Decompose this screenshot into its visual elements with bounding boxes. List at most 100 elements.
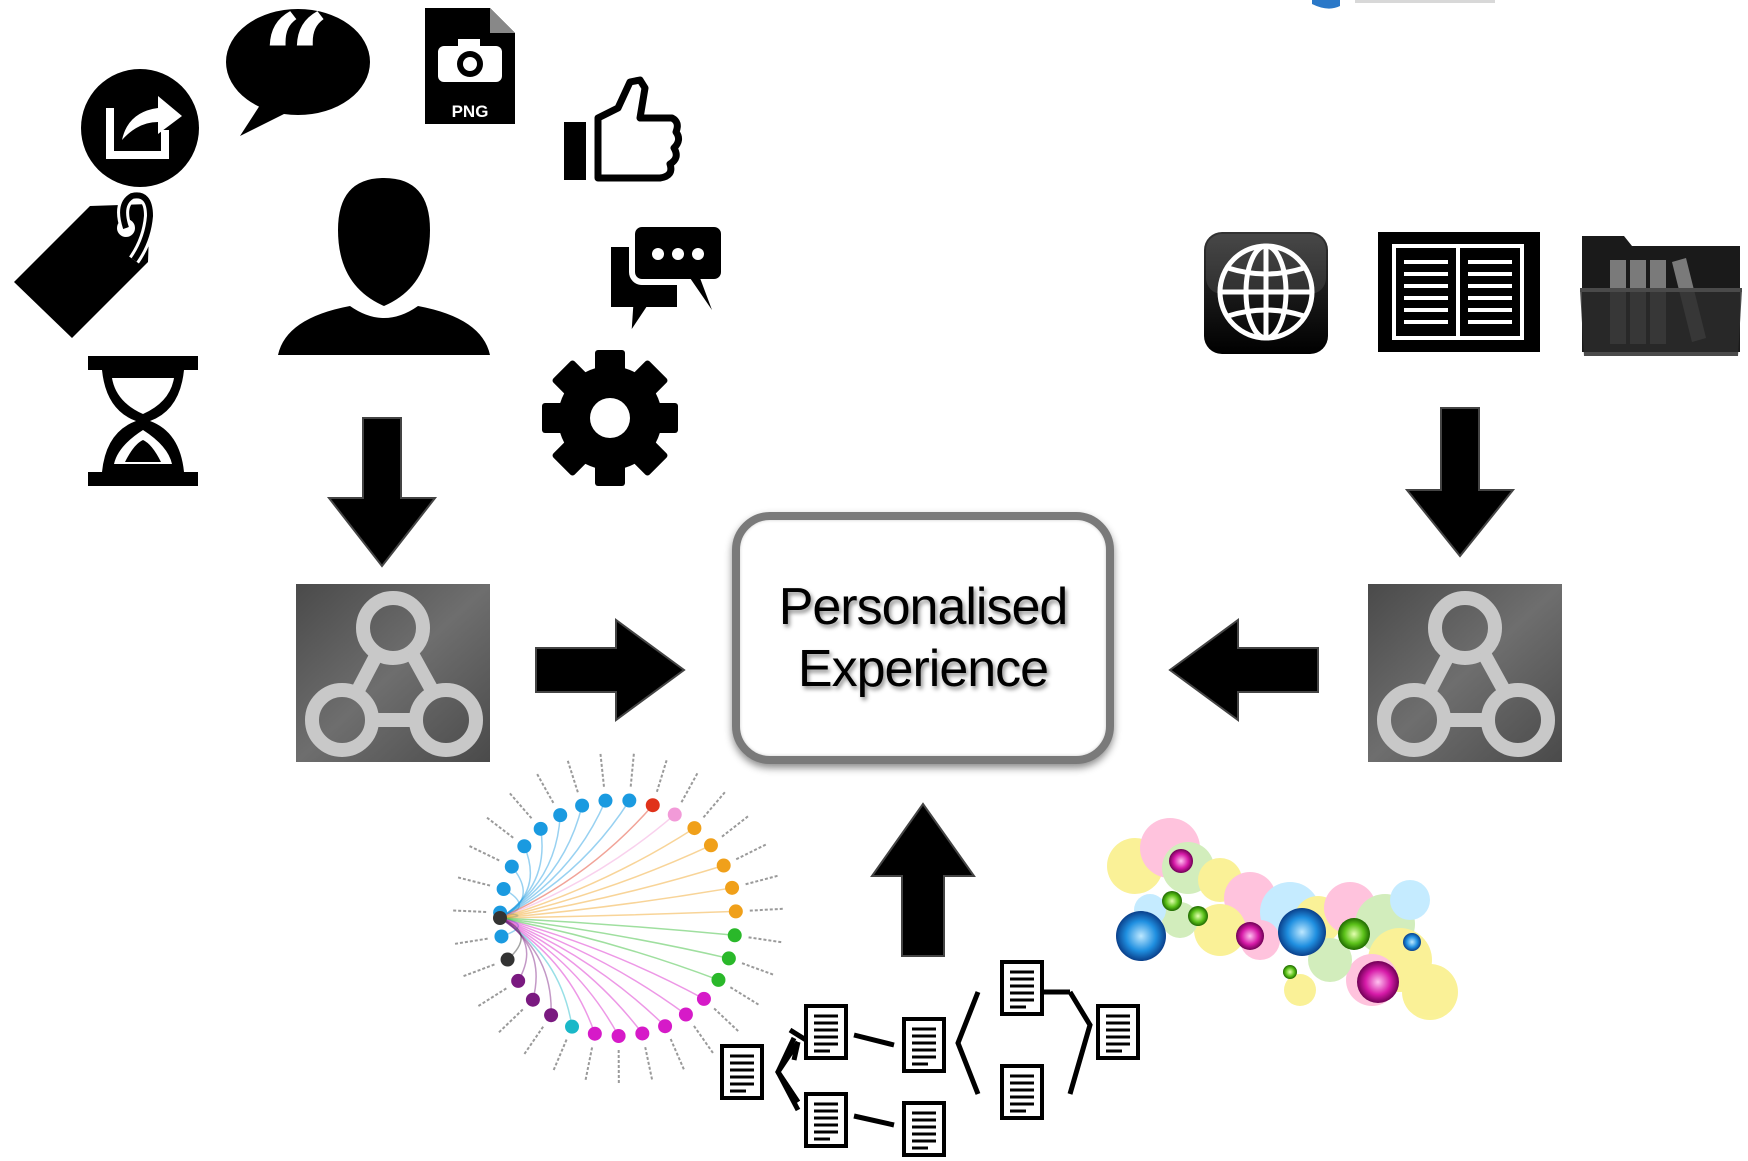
radial-node [565, 1019, 580, 1034]
radial-node-label-mark [453, 937, 488, 945]
radial-node-label-mark [655, 759, 668, 793]
share-icon [81, 69, 199, 187]
radial-node [611, 1028, 626, 1043]
personalised-experience-box: Personalised Experience [732, 512, 1114, 764]
radial-link [499, 804, 654, 919]
radial-node [575, 798, 590, 813]
radial-node-label-mark [729, 986, 760, 1006]
radial-link [499, 917, 573, 1027]
hourglass-icon [88, 356, 198, 486]
radial-node [645, 798, 660, 813]
radial-link [499, 917, 687, 1016]
radial-node-label-mark [468, 844, 500, 862]
radial-node [658, 1019, 673, 1034]
radial-link [499, 917, 596, 1034]
radial-node [533, 821, 548, 836]
radial-link [499, 805, 583, 919]
radial-link [499, 917, 537, 1000]
radial-node [622, 793, 637, 808]
radial-link [499, 815, 561, 919]
radial-link [499, 917, 620, 1037]
radial-link [499, 910, 736, 919]
radial-node-label-mark [721, 814, 750, 838]
chat-bubbles-icon [605, 221, 727, 352]
radial-node-label-mark [584, 1047, 594, 1081]
radial-node-label-mark [629, 752, 635, 787]
radial-node [494, 929, 509, 944]
document-icon [1096, 1004, 1140, 1060]
radial-node-label-mark [599, 752, 605, 787]
radial-link [499, 800, 630, 919]
radial-node-label-mark [713, 1007, 740, 1033]
tag-icon [14, 189, 157, 338]
radial-node [544, 1008, 559, 1023]
graph-node-right [1368, 584, 1562, 762]
bubble-cluster-visualization [1107, 818, 1458, 1020]
png-label: PNG [452, 102, 489, 121]
arrow-down-right [1404, 407, 1516, 558]
document-icon [804, 1092, 848, 1148]
radial-node-label-mark [462, 963, 495, 978]
radial-link [499, 917, 528, 982]
radial-node-label-mark [452, 909, 487, 913]
radial-node-label-mark [508, 791, 533, 819]
folder-icon [1580, 236, 1742, 356]
document-icon [1000, 960, 1044, 1016]
radial-node-label-mark [693, 1025, 715, 1055]
radial-node [678, 1007, 693, 1022]
arrow-up [870, 802, 976, 957]
radial-node-label-mark [745, 874, 779, 886]
document-icon [902, 1101, 946, 1157]
document-tree [720, 960, 1140, 1157]
radial-node-label-mark [749, 907, 784, 912]
radial-node-label-mark [702, 790, 727, 819]
document-icon [804, 1004, 848, 1060]
radial-node [711, 972, 726, 987]
radial-node [496, 882, 511, 897]
radial-node-label-mark [669, 1038, 686, 1071]
radial-link [499, 887, 733, 919]
open-book-icon [1378, 232, 1540, 352]
radial-link [499, 917, 730, 960]
radial-node-label-mark [523, 1026, 544, 1056]
radial-node [525, 992, 540, 1007]
radial-node [727, 928, 742, 943]
document-icon [902, 1017, 946, 1073]
radial-node [500, 952, 515, 967]
radial-link [499, 828, 543, 919]
png-file-icon: PNG [425, 8, 515, 124]
globe-icon [1204, 232, 1328, 354]
radial-node-label-mark [741, 962, 775, 976]
radial-link [499, 800, 607, 919]
logo-icon [1312, 0, 1495, 9]
graph-node-left [296, 584, 490, 762]
radial-node-label-mark [485, 816, 514, 839]
radial-link [499, 917, 735, 937]
radial-node [721, 951, 736, 966]
radial-link [499, 917, 666, 1027]
user-icon [278, 178, 490, 355]
radial-node [667, 807, 682, 822]
radial-node-label-mark [748, 936, 783, 944]
radial-node [635, 1026, 650, 1041]
radial-node-label-mark [456, 876, 491, 887]
radial-network-visualization [452, 752, 784, 1085]
thumbs-up-icon [564, 76, 683, 182]
radial-node [725, 880, 740, 895]
radial-node-label-mark [566, 759, 579, 793]
document-icon [720, 1044, 764, 1100]
arrow-right [535, 618, 686, 722]
quote-bubble-icon: “ [226, 0, 370, 136]
radial-node [553, 808, 568, 823]
radial-link [499, 845, 532, 919]
radial-node-label-mark [497, 1008, 524, 1034]
radial-node-label-mark [477, 987, 507, 1008]
radial-link [499, 864, 724, 919]
radial-node [728, 904, 743, 919]
radial-link [499, 813, 676, 919]
document-icon [1000, 1064, 1044, 1120]
radial-link [499, 917, 643, 1034]
radial-node-label-mark [644, 1046, 654, 1081]
radial-node [703, 838, 718, 853]
